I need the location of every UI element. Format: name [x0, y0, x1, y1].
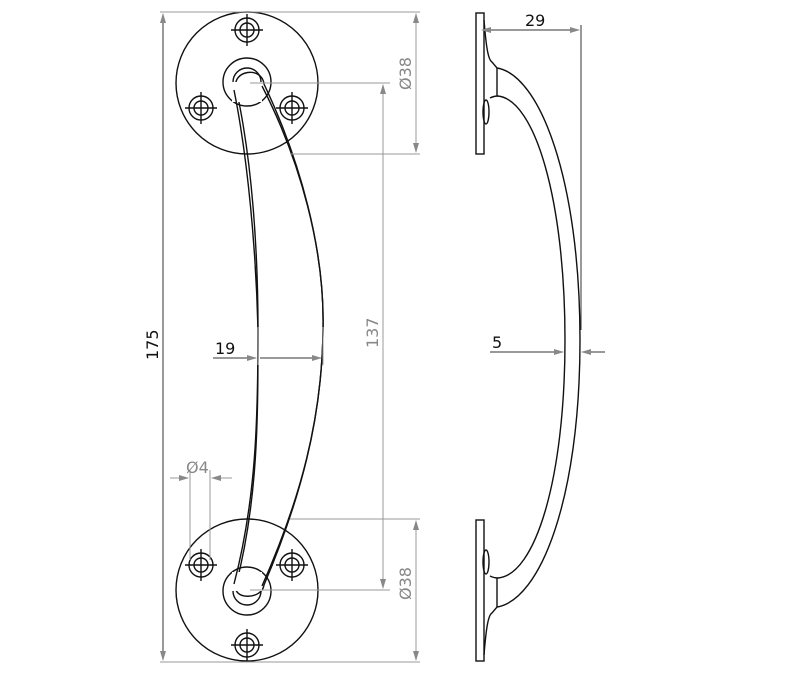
screw-hole-icon	[275, 548, 309, 582]
screw-hole-icon	[230, 628, 264, 662]
dim-fixing-centres: 137	[363, 317, 382, 348]
dim-grip-width: 19	[215, 339, 235, 358]
side-view	[475, 12, 581, 662]
side-dimension-lines	[481, 25, 605, 355]
screw-hole-icon	[230, 13, 264, 47]
dim-rose-diameter-bottom: Ø38	[396, 567, 415, 600]
side-handle-inner	[489, 95, 566, 579]
dim-projection: 29	[525, 11, 545, 30]
top-boss	[222, 57, 272, 107]
screw-hole-icon	[275, 91, 309, 125]
front-view	[175, 11, 324, 662]
dimension-lines	[160, 11, 420, 663]
bottom-backplate	[475, 519, 485, 662]
dim-rose-diameter-top: Ø38	[396, 57, 415, 90]
dim-overall-length: 175	[143, 329, 162, 360]
screw-hole-icon	[184, 91, 218, 125]
bottom-boss	[222, 566, 272, 616]
top-backplate	[475, 12, 485, 155]
handle-grip	[235, 71, 324, 597]
side-handle-outer	[483, 19, 581, 656]
dim-bar-thickness: 5	[492, 333, 502, 352]
dim-screw-hole: Ø4	[186, 458, 209, 477]
